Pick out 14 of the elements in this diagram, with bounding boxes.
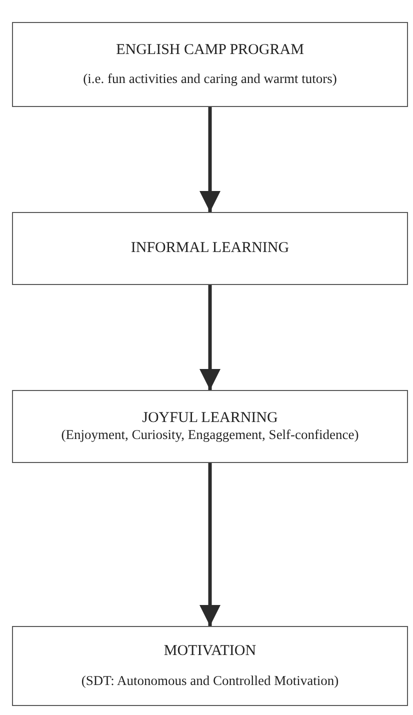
box-subtitle: (i.e. fun activities and caring and warmt tutors) — [83, 71, 337, 88]
box-title: MOTIVATION — [164, 642, 256, 661]
box-title: INFORMAL LEARNING — [130, 239, 290, 258]
arrow — [200, 285, 220, 390]
box-subtitle: (Enjoyment, Curiosity, Engaggement, Self-confidence) — [61, 427, 359, 444]
box-subtitle: (SDT: Autonomous and Controlled Motivation) — [81, 672, 339, 690]
arrow — [200, 463, 220, 626]
process-box — [12, 626, 408, 706]
box-title: JOYFUL LEARNING — [142, 408, 278, 428]
arrow — [200, 107, 220, 212]
box-title: ENGLISH CAMP PROGRAM — [116, 40, 304, 60]
process-box — [12, 212, 408, 285]
process-box — [12, 390, 408, 463]
process-box — [12, 22, 408, 107]
